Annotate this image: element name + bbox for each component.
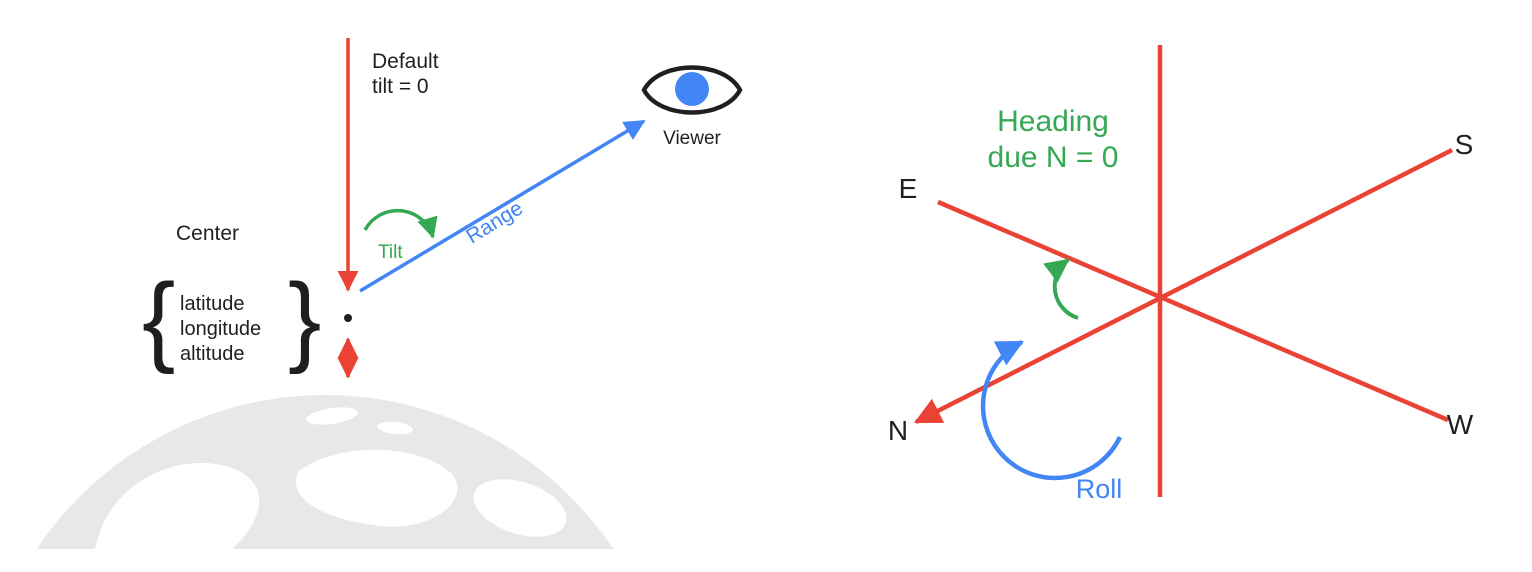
north-axis-label: N [888, 415, 908, 446]
globe-illustration [36, 395, 614, 549]
globe-continents [95, 407, 567, 549]
viewer-eye-icon [641, 65, 743, 115]
longitude-label: longitude [180, 318, 261, 340]
altitude-label: altitude [180, 343, 245, 365]
globe-continent [473, 479, 567, 537]
south-axis-label: S [1455, 129, 1474, 160]
globe-continent [98, 525, 222, 549]
center-coordinates-block: { latitude longitude altitude } [142, 263, 321, 375]
roll-label: Roll [1076, 474, 1123, 504]
globe-continent [296, 449, 458, 527]
center-point-dot [344, 314, 352, 322]
range-label: Range [462, 196, 527, 248]
east-axis-label: E [899, 173, 918, 204]
default-tilt-label-line1: Default [372, 50, 439, 73]
viewer-label: Viewer [663, 128, 721, 149]
tilt-label: Tilt [378, 242, 403, 263]
heading-arc-arrow [1043, 258, 1079, 320]
east-west-axis-line [937, 199, 1449, 423]
globe-continent [377, 421, 413, 435]
tilt-arc-arrow [363, 208, 438, 239]
heading-label-line2: due N = 0 [988, 141, 1119, 174]
open-brace: { [142, 263, 175, 375]
globe-continent [306, 407, 358, 425]
eye-pupil [675, 72, 709, 106]
latitude-label: latitude [180, 293, 245, 315]
tilt-range-diagram: Default tilt = 0 Viewer Range Tilt Cente… [36, 38, 743, 549]
default-tilt-label-line2: tilt = 0 [372, 75, 429, 98]
roll-arc-arrow [980, 340, 1123, 481]
close-brace: } [288, 263, 321, 375]
west-axis-label: W [1447, 409, 1474, 440]
range-line [359, 119, 646, 293]
heading-label-line1: Heading [997, 105, 1109, 138]
center-label: Center [176, 222, 239, 245]
heading-roll-diagram: Heading due N = 0 E S N W Roll [888, 45, 1474, 504]
north-south-axis-line [913, 147, 1454, 425]
